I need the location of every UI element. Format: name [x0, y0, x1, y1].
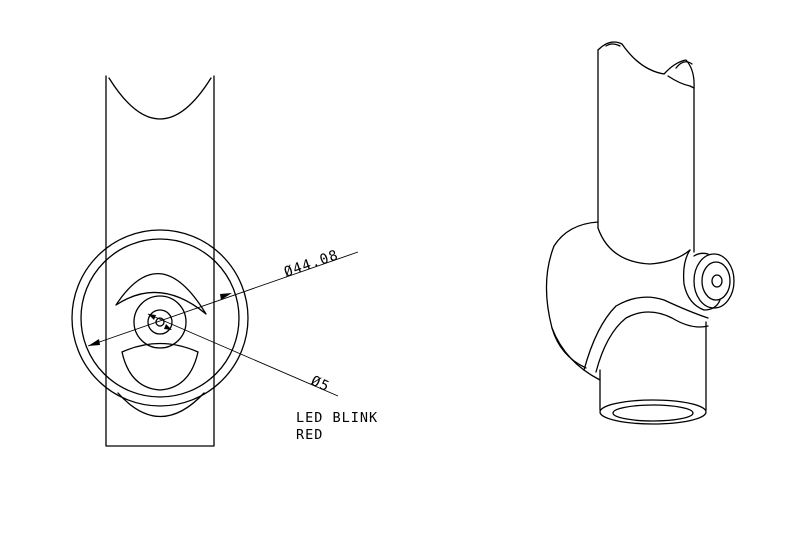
led-ring [147, 309, 173, 335]
outer-diameter-arrow-right [220, 293, 232, 300]
led-diameter-arrow-left [148, 314, 156, 320]
outer-diameter-dimension-line [87, 251, 359, 347]
front-tube-top-cut [108, 77, 212, 120]
isometric-view [545, 41, 735, 425]
iso-tube-top-cut [597, 41, 695, 89]
led-diameter-arrow-right [164, 324, 172, 330]
led-note-line1: LED BLINK [296, 410, 379, 426]
outer-diameter-arrow-left [88, 339, 100, 346]
iso-lower-opening-outer [599, 399, 707, 425]
knob-outer-ring [71, 229, 249, 407]
iso-tube-top-inner-notch [667, 75, 695, 89]
lower-crescent-slot [121, 342, 199, 391]
iso-body-swoop [583, 296, 709, 371]
iso-body-swoop-inner [595, 311, 709, 373]
center-ring [133, 295, 187, 349]
upper-crescent-slot [115, 273, 207, 315]
led-diameter-dimension-line [147, 313, 339, 397]
iso-knob-face-outer [693, 253, 735, 309]
led-note-line2: RED [296, 427, 324, 443]
front-view: Ø44.08 Ø5 [71, 75, 359, 447]
iso-knob-led [711, 274, 723, 288]
iso-tube-top-inner-lip [605, 43, 621, 47]
iso-tube-rear-notch [675, 61, 693, 69]
iso-knob-rim [693, 252, 709, 257]
iso-body-inner-curve [551, 327, 587, 369]
outer-diameter-label: Ø44.08 [282, 247, 341, 281]
iso-knob-face-inner [701, 261, 731, 301]
led-diameter-label: Ø5 [308, 373, 332, 395]
led-note: LED BLINK RED [296, 410, 378, 444]
knob-inner-ring [80, 238, 240, 398]
iso-lower-opening-inner [612, 404, 694, 422]
front-tube-bottom-bulge [117, 392, 205, 417]
